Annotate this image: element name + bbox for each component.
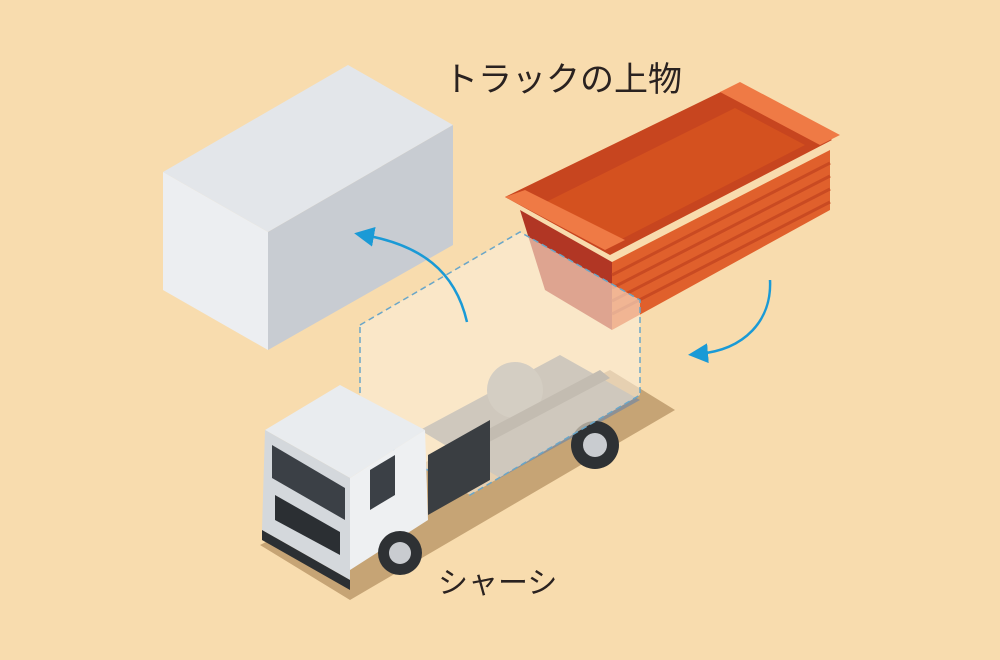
arrow-remove-box-icon	[354, 226, 469, 323]
truck-cab	[262, 385, 490, 590]
chassis-label: シャーシ	[438, 566, 558, 601]
arrow-mount-dump-icon	[688, 279, 772, 364]
upper-body-label: トラックの上物	[444, 60, 682, 100]
